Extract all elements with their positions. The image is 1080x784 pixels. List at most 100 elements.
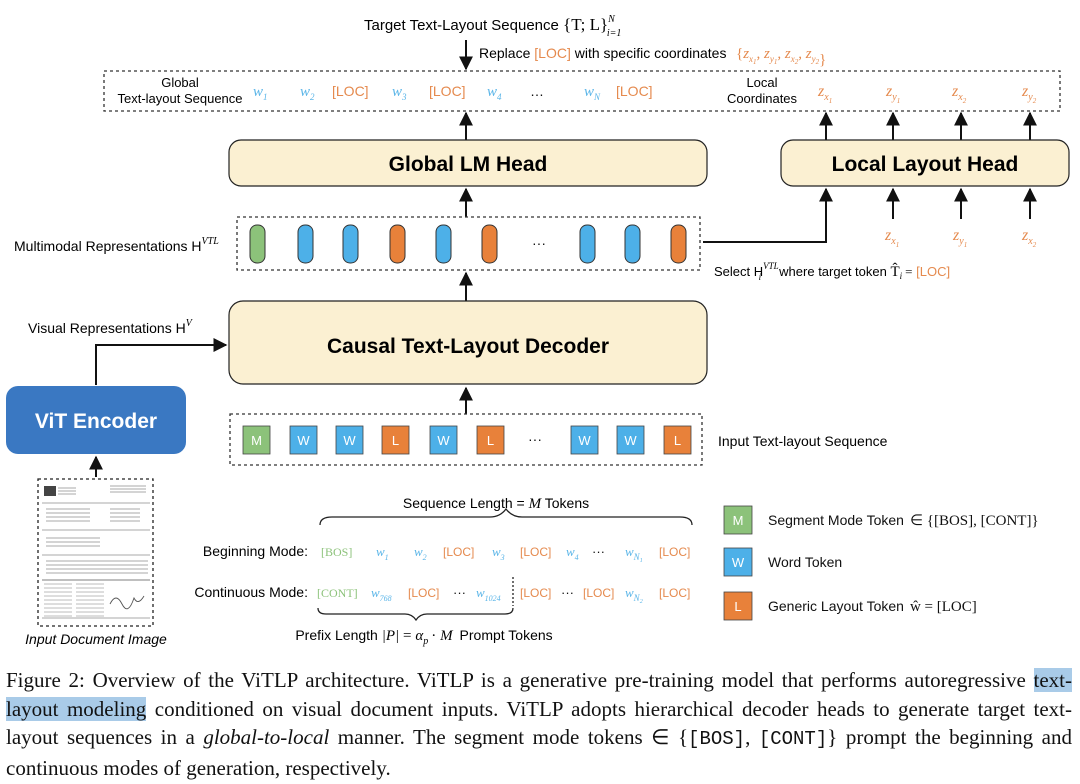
local-coordinate-x1: zx1 bbox=[817, 83, 832, 105]
global-lm-head-label: Global LM Head bbox=[389, 153, 548, 176]
input-document-image bbox=[37, 478, 154, 627]
multimodal-pills: ··· bbox=[249, 224, 687, 264]
input-token-L bbox=[476, 425, 505, 455]
beginning-ellipsis: ··· bbox=[592, 544, 605, 559]
local-layout-head-label: Local Layout Head bbox=[832, 153, 1019, 176]
replace-coords-set: {zx1, zy1, zx2, zy2} bbox=[736, 46, 826, 68]
global-word-token: w4 bbox=[487, 84, 502, 102]
input-token-W bbox=[570, 425, 599, 455]
orange-pill bbox=[389, 224, 406, 264]
causal-decoder-label: Causal Text-Layout Decoder bbox=[327, 335, 609, 358]
local-input-coord-y1: zy1 bbox=[952, 227, 967, 249]
legend-swatch-M bbox=[723, 505, 753, 535]
input-token-letter: L bbox=[487, 433, 494, 448]
continuous-ellipsis: ··· bbox=[453, 585, 466, 600]
global-label-line2: Text-layout Sequence bbox=[117, 91, 242, 106]
continuous-word-token: wN2 bbox=[625, 585, 643, 605]
input-token-letter: W bbox=[624, 433, 637, 448]
beginning-mode-label: Beginning Mode: bbox=[203, 543, 308, 559]
legend-swatch-W bbox=[723, 547, 753, 577]
input-token-W bbox=[616, 425, 645, 455]
continuous-loc-token: [LOC] bbox=[659, 586, 690, 600]
visual-to-decoder-arrow bbox=[95, 338, 228, 385]
global-loc-token: [LOC] bbox=[332, 83, 369, 99]
input-ellipsis: ··· bbox=[528, 431, 542, 447]
global-ellipsis: … bbox=[530, 83, 544, 99]
continuous-segment-token: [CONT] bbox=[317, 586, 358, 600]
legend-swatch-letter: M bbox=[733, 513, 744, 528]
continuous-loc-token: [LOC] bbox=[408, 586, 439, 600]
global-sequence: w1 w2 [LOC] w3 [LOC] w4 … wN [LOC] bbox=[253, 83, 653, 102]
input-token-letter: W bbox=[343, 433, 356, 448]
beginning-loc-token: [LOC] bbox=[520, 545, 551, 559]
continuous-ellipsis: ··· bbox=[561, 585, 574, 600]
legend-swatch-L bbox=[723, 591, 753, 621]
orange-pill bbox=[481, 224, 498, 264]
blue-pill bbox=[297, 224, 314, 264]
global-word-token: w2 bbox=[300, 84, 315, 102]
blue-pill bbox=[342, 224, 359, 264]
input-token-letter: L bbox=[392, 433, 399, 448]
input-token-L bbox=[381, 425, 410, 455]
blue-pill bbox=[579, 224, 596, 264]
legend-swatch-letter: W bbox=[732, 555, 745, 570]
vit-encoder-label: ViT Encoder bbox=[35, 410, 157, 433]
legend-label-W: Word Token bbox=[768, 554, 842, 570]
global-word-token: w1 bbox=[253, 84, 268, 102]
input-token-letter: W bbox=[297, 433, 310, 448]
figure-caption: Figure 2: Overview of the ViTLP architec… bbox=[6, 668, 1072, 780]
beginning-loc-token: [LOC] bbox=[659, 545, 690, 559]
causal-decoder bbox=[228, 300, 708, 385]
input-token-letter: W bbox=[578, 433, 591, 448]
pill-ellipsis: ··· bbox=[532, 235, 546, 251]
input-token-M bbox=[242, 425, 271, 455]
input-token-W bbox=[335, 425, 364, 455]
continuous-word-token: w768 bbox=[371, 585, 392, 603]
input-token-letter: M bbox=[251, 433, 262, 448]
legend: M Segment Mode Token∈ {[BOS], [CONT]} W Wor… bbox=[723, 505, 1039, 621]
global-word-token: wN bbox=[584, 84, 601, 102]
global-word-token: w3 bbox=[392, 84, 407, 102]
global-label-line1: Global bbox=[161, 75, 199, 90]
input-token-W bbox=[429, 425, 458, 455]
local-coordinate-y1: zy1 bbox=[885, 83, 900, 105]
beginning-word-token: w1 bbox=[376, 544, 389, 562]
multimodal-label: Multimodal Representations HVTL bbox=[14, 236, 219, 254]
sequence-length-brace bbox=[319, 507, 693, 526]
target-sequence-box bbox=[103, 70, 1061, 112]
prefix-length-label: Prefix Length |P| = αp· M Prompt Tokens bbox=[295, 627, 552, 647]
green-pill bbox=[249, 224, 266, 264]
replace-coords: {zx1, zy1, zx2, zy2} bbox=[736, 46, 826, 68]
input-token-letter: L bbox=[674, 433, 681, 448]
blue-pill bbox=[624, 224, 641, 264]
continuous-word-token: w1024 bbox=[476, 585, 501, 603]
beginning-word-token: w2 bbox=[414, 544, 427, 562]
sequence-length-label: Sequence Length = M Tokens bbox=[403, 495, 589, 512]
local-label-line2: Coordinates bbox=[727, 91, 798, 106]
blue-pill bbox=[435, 224, 452, 264]
legend-swatch-letter: L bbox=[734, 599, 741, 614]
multimodal-to-local-arrow bbox=[703, 187, 833, 243]
beginning-word-token: w3 bbox=[492, 544, 505, 562]
local-coordinate-y2: zy2 bbox=[1021, 83, 1037, 105]
prefix-brace bbox=[317, 607, 514, 622]
global-loc-token: [LOC] bbox=[429, 83, 466, 99]
local-input-coord-x1: zx1 bbox=[884, 227, 899, 249]
beginning-word-token: w4 bbox=[566, 544, 579, 562]
input-token-letter: W bbox=[437, 433, 450, 448]
continuous-mode-label: Continuous Mode: bbox=[194, 584, 308, 600]
legend-label-M: Segment Mode Token∈ {[BOS], [CONT]} bbox=[768, 512, 1039, 529]
orange-pill bbox=[670, 224, 687, 264]
beginning-segment-token: [BOS] bbox=[321, 545, 352, 559]
input-sequence-label: Input Text-layout Sequence bbox=[718, 433, 888, 449]
global-loc-token: [LOC] bbox=[616, 83, 653, 99]
input-token-W bbox=[289, 425, 318, 455]
replace-note: Replace [LOC] with specific coordinates bbox=[479, 45, 726, 61]
